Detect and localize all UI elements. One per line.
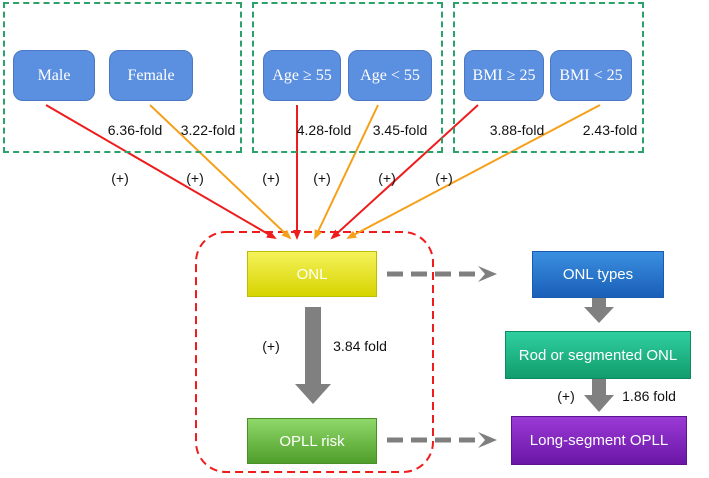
rod-long-fold-label: 1.86 fold <box>622 388 676 404</box>
age-low-fold-label: 3.45-fold <box>372 122 428 138</box>
plus-sign-bmi-low: (+) <box>435 170 453 186</box>
bmi-group <box>453 2 644 153</box>
onl-node: ONL <box>247 251 377 297</box>
plus-sign-male: (+) <box>111 170 129 186</box>
arrow-male-to-onl <box>45 104 277 240</box>
opll-risk-node: OPLL risk <box>247 418 377 464</box>
sex-group <box>3 2 242 153</box>
arrow-rod-to-long <box>584 379 614 412</box>
plus-sign-age-high: (+) <box>262 170 280 186</box>
age-high-node: Age ≥ 55 <box>263 50 341 101</box>
bmi-high-node: BMI ≥ 25 <box>464 50 544 101</box>
onl-opll-region <box>195 231 434 473</box>
onl-types-node: ONL types <box>532 251 664 298</box>
female-fold-label: 3.22-fold <box>180 122 236 138</box>
male-fold-label: 6.36-fold <box>107 122 163 138</box>
male-node: Male <box>13 50 95 101</box>
age-low-node: Age < 55 <box>348 50 432 101</box>
bmi-low-fold-label: 2.43-fold <box>582 122 638 138</box>
dashed-arrow-opll-to-long <box>387 432 497 448</box>
plus-sign-age-low: (+) <box>313 170 331 186</box>
age-group <box>252 2 443 153</box>
bmi-high-fold-label: 3.88-fold <box>489 122 545 138</box>
arrow-types-to-rod <box>584 298 614 323</box>
plus-sign-female: (+) <box>186 170 204 186</box>
arrow-age-low-to-onl <box>314 104 379 240</box>
arrow-bmi-low-to-onl <box>346 104 601 239</box>
plus-sign-rod-long: (+) <box>557 388 575 404</box>
age-high-fold-label: 4.28-fold <box>296 122 352 138</box>
bmi-low-node: BMI < 25 <box>550 50 632 101</box>
arrow-female-to-onl <box>149 104 292 240</box>
long-segment-opll-node: Long-segment OPLL <box>511 416 687 465</box>
female-node: Female <box>109 50 193 101</box>
plus-sign-bmi-high: (+) <box>378 170 396 186</box>
dashed-arrow-onl-to-types <box>387 266 497 282</box>
rod-segmented-onl-node: Rod or segmented ONL <box>505 331 691 379</box>
onl-opll-fold-label: 3.84 fold <box>333 338 387 354</box>
arrow-onl-to-opll <box>295 307 331 404</box>
plus-sign-onl-opll: (+) <box>262 338 280 354</box>
